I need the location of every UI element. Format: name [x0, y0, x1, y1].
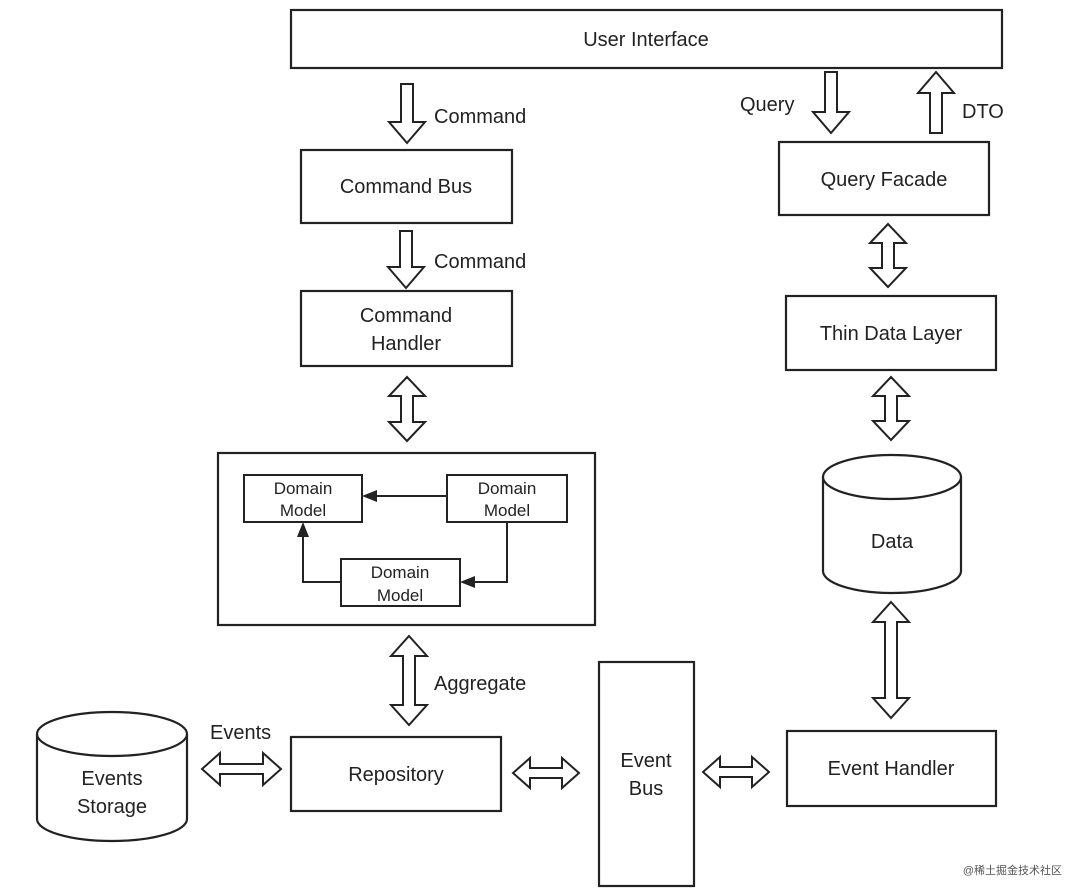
- command-bus-label: Command Bus: [340, 176, 472, 198]
- thin-data-layer-label: Thin Data Layer: [820, 323, 963, 345]
- edge-label-command-2: Command: [434, 251, 526, 273]
- edge-label-aggregate: Aggregate: [434, 673, 526, 695]
- query-facade-node: Query Facade: [777, 140, 991, 217]
- edge-label-query: Query: [740, 94, 794, 116]
- command-handler-node: Command Handler: [299, 289, 514, 368]
- domain-model-right-line2: Model: [484, 501, 530, 520]
- command-handler-label-line2: Handler: [371, 333, 441, 355]
- arrow-query-facade-to-ui: [915, 70, 957, 134]
- domain-model-left-line2: Model: [280, 501, 326, 520]
- arrow-thin-layer-data: [870, 375, 912, 442]
- edge-label-events: Events: [210, 722, 271, 744]
- edge-label-dto: DTO: [962, 101, 1004, 123]
- aggregate-container: Domain Model Domain Model Domain Model: [216, 451, 597, 627]
- event-bus-line2: Bus: [629, 778, 663, 800]
- data-store-label: Data: [871, 531, 914, 553]
- arrow-repository-event-bus: [511, 755, 581, 791]
- arrow-command-bus-to-handler: [385, 230, 427, 290]
- event-handler-label: Event Handler: [828, 758, 955, 780]
- domain-model-right-line1: Domain: [478, 479, 537, 498]
- repository-node: Repository: [289, 735, 503, 813]
- repository-label: Repository: [348, 764, 444, 786]
- command-bus-node: Command Bus: [299, 148, 514, 225]
- arrow-ui-to-command-bus: [386, 83, 428, 145]
- arrow-domain-right-to-left: [362, 490, 447, 502]
- events-storage-line1: Events: [81, 768, 142, 790]
- arrow-query-facade-thin-layer: [867, 222, 909, 289]
- query-facade-label: Query Facade: [821, 169, 948, 191]
- user-interface-node: User Interface: [289, 8, 1004, 70]
- thin-data-layer-node: Thin Data Layer: [784, 294, 998, 372]
- arrow-ui-to-query-facade: [810, 71, 852, 135]
- arrow-handler-aggregate: [386, 375, 428, 443]
- events-storage-line2: Storage: [77, 796, 147, 818]
- arrow-aggregate-repository: [388, 634, 430, 727]
- event-bus-line1: Event: [620, 750, 672, 772]
- events-storage-node: Events Storage: [35, 710, 189, 843]
- arrow-data-event-handler: [870, 600, 912, 720]
- event-bus-node: Event Bus: [597, 660, 696, 888]
- domain-model-right-node: Domain Model: [446, 474, 568, 523]
- arrow-storage-repository: [200, 750, 283, 788]
- watermark-text: @稀土掘金技术社区: [963, 863, 1062, 877]
- domain-model-bottom-line1: Domain: [371, 563, 430, 582]
- arrow-event-bus-handler: [701, 754, 771, 790]
- arrow-domain-right-to-bottom: [460, 522, 508, 588]
- arrow-domain-bottom-to-left: [297, 522, 341, 583]
- domain-model-left-line1: Domain: [274, 479, 333, 498]
- edge-label-command-1: Command: [434, 106, 526, 128]
- event-handler-node: Event Handler: [785, 729, 998, 808]
- domain-model-left-node: Domain Model: [243, 474, 363, 523]
- data-store-node: Data: [821, 453, 963, 595]
- domain-model-bottom-line2: Model: [377, 586, 423, 605]
- user-interface-label: User Interface: [583, 29, 709, 51]
- command-handler-label-line1: Command: [360, 305, 452, 327]
- domain-model-bottom-node: Domain Model: [340, 558, 461, 607]
